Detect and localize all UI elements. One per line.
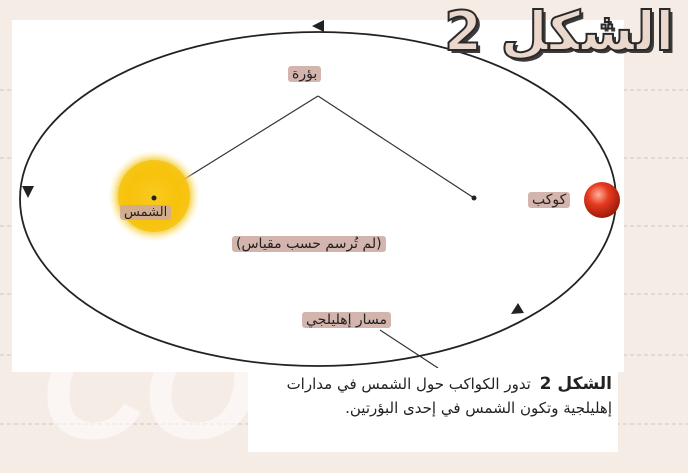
caption-label: الشكل 2 bbox=[539, 374, 612, 394]
figure-title: الشكل 2 bbox=[443, 0, 675, 64]
focus-label: بؤرة bbox=[288, 66, 322, 82]
planet-label: كوكب bbox=[528, 192, 571, 208]
orbit-arrow-left bbox=[22, 186, 34, 198]
orbit-arrow-bottom-right bbox=[511, 303, 524, 314]
caption-text: تدور الكواكب حول الشمس في مدارات إهليلجي… bbox=[286, 375, 612, 417]
figure-caption: الشكل 2 تدور الكواكب حول الشمس في مدارات… bbox=[248, 368, 618, 452]
sun-focus-point bbox=[151, 195, 157, 201]
empty-focus-point bbox=[471, 195, 477, 201]
focus-line-empty bbox=[317, 95, 475, 199]
orbit-label-pointer bbox=[379, 329, 439, 369]
sun-label: الشمس bbox=[120, 205, 172, 220]
orbit-label: مسار إهليلجي bbox=[302, 312, 391, 328]
planet-icon bbox=[584, 182, 620, 218]
orbit-arrow-top bbox=[312, 20, 324, 32]
scale-note: (لم تُرسم حسب مقياس) bbox=[232, 236, 386, 252]
